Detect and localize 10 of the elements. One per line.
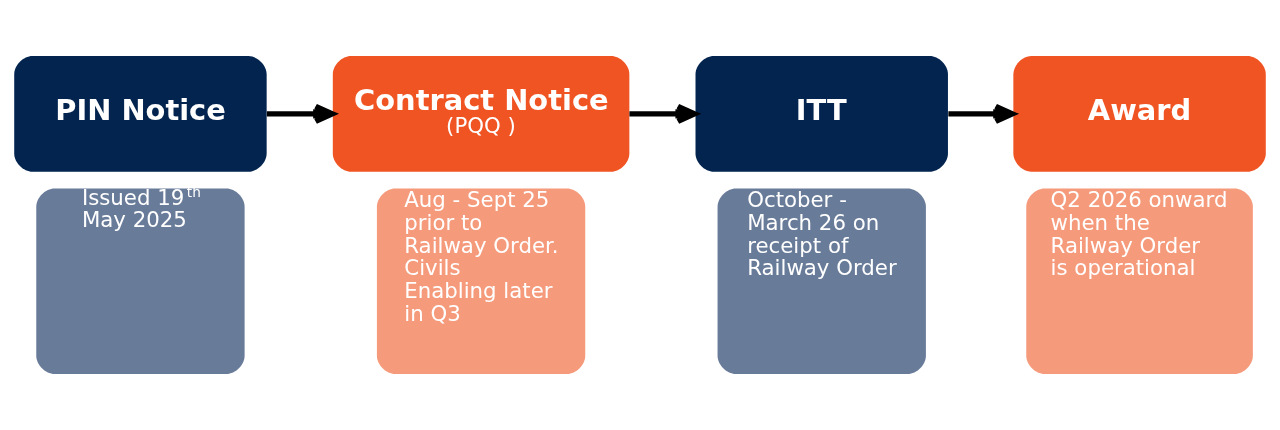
- node-box: PIN Notice: [14, 56, 267, 172]
- node-box: Award: [1013, 56, 1266, 172]
- node-box: October - March 26 on receipt of Railway Order: [717, 188, 926, 374]
- arrow: [266, 103, 336, 125]
- arrow: [629, 103, 698, 125]
- node-box: ITT: [695, 56, 948, 172]
- node-box: Aug - Sept 25 prior to Railway Order. Civils Enabling later in Q3: [376, 188, 586, 374]
- node-box: Contract Notice (PQQ ): [332, 56, 630, 172]
- arrow: [948, 103, 1016, 125]
- node-box: Q2 2026 onward when the Railway Order is operational: [1026, 188, 1253, 374]
